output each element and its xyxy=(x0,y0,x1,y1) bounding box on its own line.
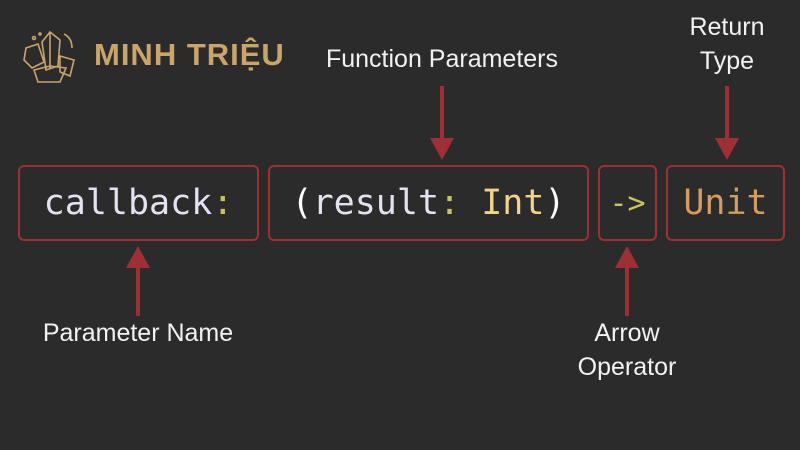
label-return-type: Return Type xyxy=(667,10,787,78)
label-arrow-operator-line1: Arrow xyxy=(594,319,660,347)
box-parameter-name: callback: xyxy=(18,165,259,241)
logo-text: MINH TRIỆU xyxy=(94,37,285,72)
code-colon: : xyxy=(212,183,234,223)
code-colon: : xyxy=(439,183,461,223)
label-return-type-line1: Return xyxy=(689,13,765,41)
crystal-logo-icon xyxy=(23,30,75,83)
box-return-type: Unit xyxy=(666,165,785,241)
code-inner-param: result xyxy=(312,183,440,223)
label-arrow-operator: Arrow Operator xyxy=(557,316,697,384)
label-function-parameters: Function Parameters xyxy=(325,45,559,73)
code-arrow: -> xyxy=(609,185,646,221)
box-function-parameters: (result: Int) xyxy=(268,165,589,241)
code-param-name: callback xyxy=(43,183,213,223)
arrow-down-return-type xyxy=(715,86,739,160)
code-close-paren: ) xyxy=(544,183,566,223)
arrow-down-function-parameters xyxy=(430,86,454,160)
arrow-up-arrow-operator xyxy=(615,246,639,316)
label-parameter-name: Parameter Name xyxy=(42,319,234,347)
code-return-type: Unit xyxy=(683,183,768,223)
label-return-type-line2: Type xyxy=(699,47,755,75)
code-open-paren: ( xyxy=(291,183,313,223)
code-type-int: Int xyxy=(481,183,545,223)
label-arrow-operator-line2: Operator xyxy=(577,353,677,381)
box-arrow-operator: -> xyxy=(598,165,657,241)
logo: MINH TRIỆU xyxy=(20,26,285,84)
arrow-up-parameter-name xyxy=(126,246,150,316)
